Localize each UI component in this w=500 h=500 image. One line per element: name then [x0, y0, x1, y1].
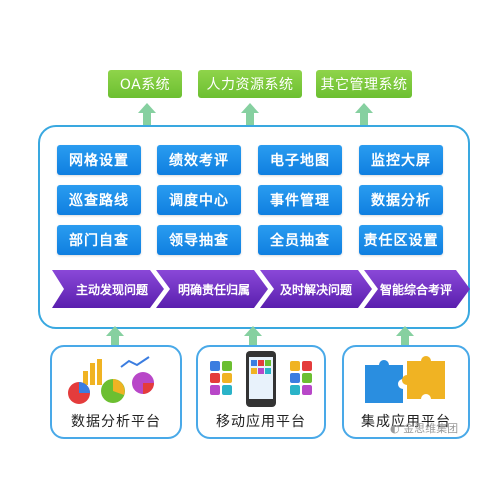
mobile-phone-apps-icon [210, 351, 312, 407]
other-system-label: 其它管理系统 [320, 77, 408, 93]
chevron-step-1 [52, 270, 164, 308]
data-analysis-platform: 数据分析平台 [50, 345, 182, 439]
puzzle-pieces-icon [365, 356, 445, 403]
watermark-logo-icon: ◐ [390, 422, 404, 435]
chevron-step-2 [156, 270, 268, 308]
up-arrow-stem [143, 113, 151, 125]
data-analysis-charts-icon [68, 356, 154, 404]
up-arrow-stem [360, 113, 368, 125]
platform-label: 集成应用平台 [361, 414, 451, 430]
up-arrow-stem [401, 336, 409, 346]
up-arrow-stem [246, 113, 254, 125]
module-dispatch-center: 调度中心 [157, 185, 241, 215]
oa-system-box: OA系统 [108, 70, 182, 98]
oa-system-label: OA系统 [119, 77, 171, 93]
other-system-box: 其它管理系统 [316, 70, 412, 98]
chevron-step-4 [364, 270, 470, 308]
hr-system-box: 人力资源系统 [198, 70, 302, 98]
watermark: ◐ 金思维集团 [390, 420, 458, 436]
process-step-label: 及时解决问题 [280, 283, 353, 297]
hr-system-label: 人力资源系统 [206, 77, 294, 93]
module-event-management: 事件管理 [258, 185, 342, 215]
module-performance: 绩效考评 [157, 145, 241, 175]
module-dept-self-check: 部门自查 [57, 225, 141, 255]
up-arrow-icon [106, 326, 124, 336]
module-leader-spot-check: 领导抽查 [157, 225, 241, 255]
process-step-label: 明确责任归属 [178, 283, 251, 297]
module-patrol-route: 巡查路线 [57, 185, 141, 215]
up-arrow-icon [396, 326, 414, 336]
chevron-step-3 [260, 270, 372, 308]
mobile-app-platform: 移动应用平台 [196, 345, 326, 439]
up-arrow-icon [355, 103, 373, 113]
process-step-label: 智能综合考评 [380, 283, 453, 297]
platform-label: 移动应用平台 [216, 414, 306, 430]
module-monitor-screen: 监控大屏 [359, 145, 443, 175]
module-responsibility-area: 责任区设置 [359, 225, 443, 255]
up-arrow-icon [138, 103, 156, 113]
up-arrow-icon [241, 103, 259, 113]
process-chevron-bar [52, 270, 470, 308]
up-arrow-stem [249, 336, 257, 346]
module-data-analysis: 数据分析 [359, 185, 443, 215]
platform-label: 数据分析平台 [71, 414, 161, 430]
module-all-staff-check: 全员抽查 [258, 225, 342, 255]
module-e-map: 电子地图 [258, 145, 342, 175]
process-step-label: 主动发现问题 [76, 283, 149, 297]
up-arrow-stem [111, 336, 119, 346]
watermark-text: 金思维集团 [403, 422, 459, 435]
up-arrow-icon [244, 326, 262, 336]
integration-platform: 集成应用平台 [342, 345, 470, 439]
module-grid-settings: 网格设置 [57, 145, 141, 175]
